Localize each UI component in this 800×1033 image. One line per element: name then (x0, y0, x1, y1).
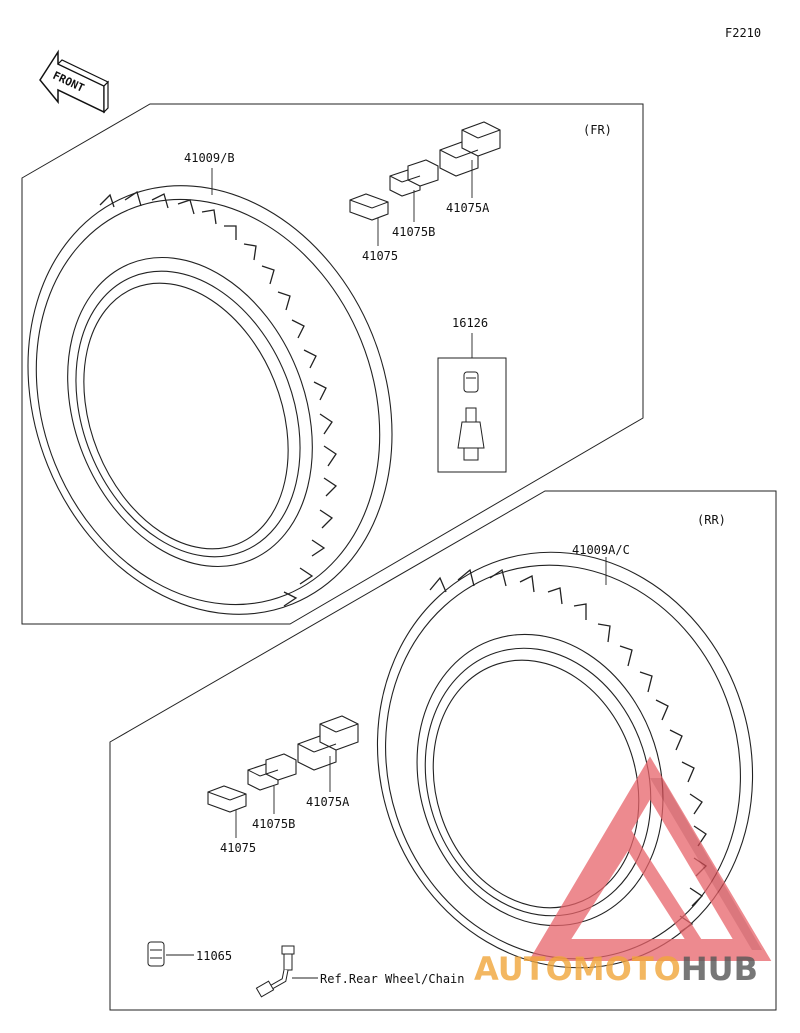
watermark-text: AUTOMOTOHUB (474, 950, 758, 988)
front-section: (FR) (21, 103, 644, 625)
rear-weight-41075-label: 41075 (220, 841, 256, 855)
front-weight-41075A-icon (439, 121, 501, 177)
front-section-frame (21, 103, 644, 625)
rear-weight-41075-icon (207, 785, 247, 813)
watermark-text-left: AUTOMOTO (474, 950, 681, 988)
front-tire-part-number: 41009/B (184, 151, 235, 165)
rear-angled-valve-icon (255, 945, 295, 998)
watermark-text-right: HUB (681, 950, 758, 988)
front-tire (27, 185, 393, 615)
rear-section-tag: (RR) (697, 513, 726, 527)
rear-section-frame (109, 490, 777, 1011)
figure-code: F2210 (725, 26, 761, 40)
rear-weight-41075A-icon (297, 715, 359, 771)
rear-weight-41075B-label: 41075B (252, 817, 295, 831)
rear-reference-note: Ref.Rear Wheel/Chain (320, 972, 465, 986)
valve-stem-icon (457, 407, 485, 461)
front-section-tag: (FR) (583, 123, 612, 137)
front-direction-arrow-icon: FRONT (39, 49, 110, 114)
valve-cap-icon (463, 371, 479, 393)
front-weight-41075-label: 41075 (362, 249, 398, 263)
rear-section: (RR) (109, 490, 777, 1011)
automotohub-watermark-logo (528, 756, 772, 961)
front-valve-part-number: 16126 (452, 316, 488, 330)
rear-valve-cap-icon (147, 941, 165, 967)
front-valve-box (437, 357, 507, 473)
front-weight-41075B-icon (389, 159, 439, 197)
rear-weight-41075A-label: 41075A (306, 795, 350, 809)
front-weight-41075B-label: 41075B (392, 225, 435, 239)
rear-valve-cap-part-number: 11065 (196, 949, 232, 963)
rear-tire-part-number: 41009A/C (572, 543, 630, 557)
front-weight-41075-icon (349, 193, 389, 221)
rear-weight-41075B-icon (247, 753, 297, 791)
front-weight-41075A-label: 41075A (446, 201, 490, 215)
